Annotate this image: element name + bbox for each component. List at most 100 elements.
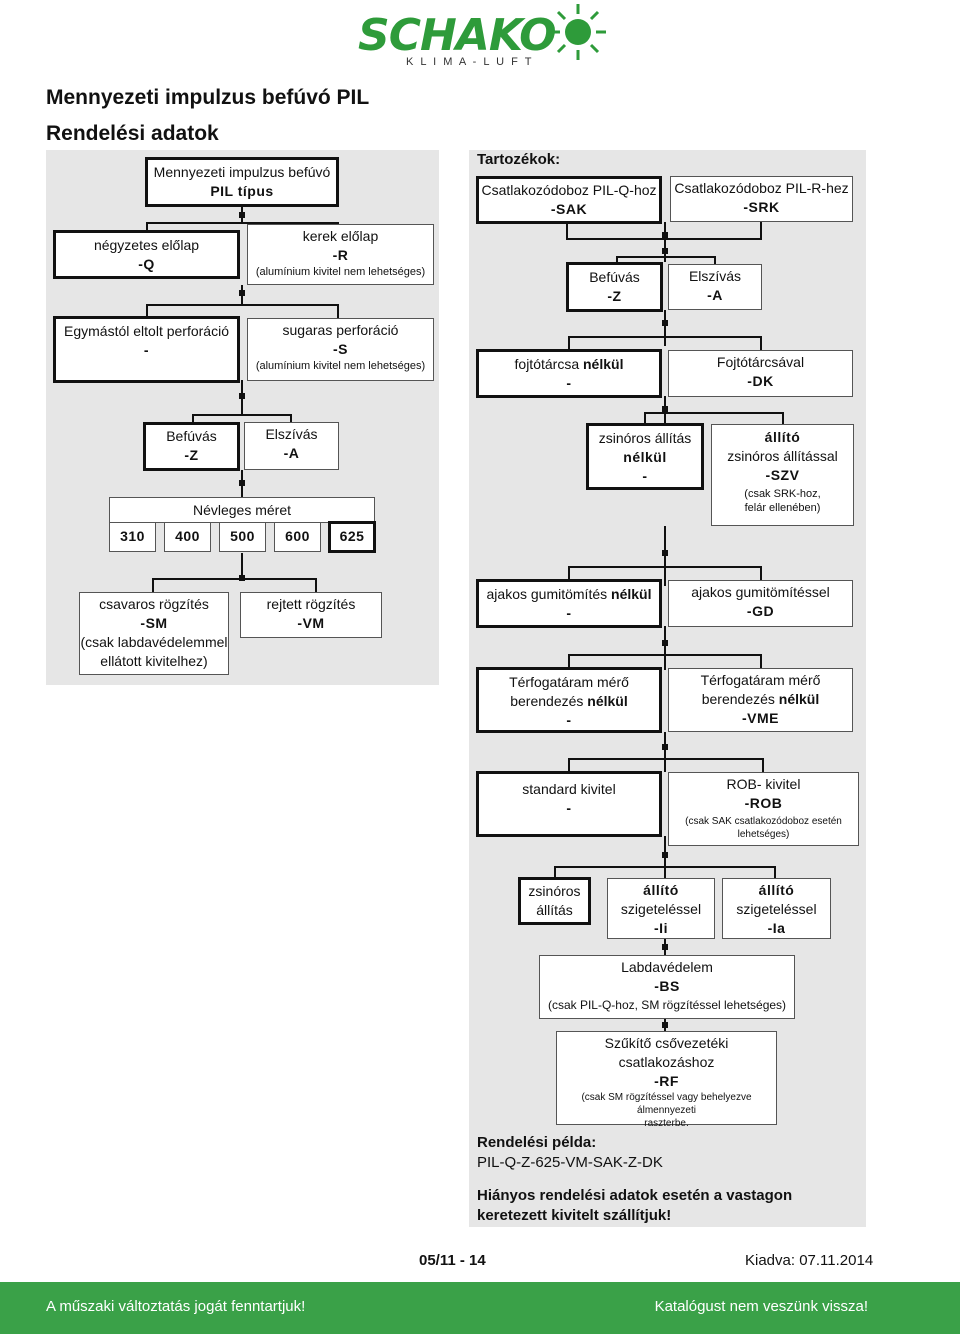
rob-label: ROB- kivitel	[726, 776, 801, 792]
gasket-label: ajakos gumitömítéssel	[691, 584, 830, 600]
option-left-exhaust[interactable]: Elszívás -A	[244, 422, 339, 470]
no-gasket-label: ajakos gumitömítés	[486, 586, 608, 602]
meter-line2: berendezés	[701, 691, 775, 707]
option-round-face[interactable]: kerek előlap -R (alumínium kivitel nem l…	[247, 224, 434, 285]
option-insulation-outer[interactable]: állító szigeteléssel -Ia	[722, 878, 831, 939]
option-offset-perforation[interactable]: Egymástól eltolt perforáció -	[53, 316, 240, 383]
hidden-label: rejtett rögzítés	[266, 596, 356, 612]
reducer-note2: raszterbe.	[644, 1118, 689, 1129]
nominal-size-header: Névleges méret	[109, 497, 375, 523]
gasket-code: -GD	[746, 603, 775, 619]
option-right-supply[interactable]: Befúvás -Z	[566, 262, 663, 312]
option-ball-protection[interactable]: Labdavédelem -BS (csak PIL-Q-hoz, SM rög…	[539, 955, 795, 1019]
round-face-code: -R	[332, 247, 349, 263]
damper-label: Fojtótárcsával	[716, 354, 805, 370]
option-no-meter[interactable]: Térfogatáram mérő berendezés nélkül -	[476, 667, 662, 733]
option-standard[interactable]: standard kivitel -	[476, 771, 662, 837]
page-subtitle: Rendelési adatok	[46, 122, 219, 145]
ins-a-code: -Ia	[767, 920, 786, 936]
ball-code: -BS	[654, 978, 680, 994]
page-number: 05/11 - 14	[419, 1252, 486, 1269]
square-face-code: -Q	[138, 256, 155, 272]
size-600-label: 600	[285, 528, 310, 544]
left-supply-code: -Z	[184, 447, 199, 463]
pil-type-box[interactable]: Mennyezeti impulzus befúvó PIL típus	[145, 157, 339, 207]
screw-note1: (csak labdavédelemmel	[80, 634, 228, 650]
left-exhaust-label: Elszívás	[265, 426, 318, 442]
size-500[interactable]: 500	[219, 522, 266, 552]
nominal-size-label: Névleges méret	[192, 502, 292, 518]
option-hidden-fixing[interactable]: rejtett rögzítés -VM	[240, 592, 382, 638]
option-radial-perforation[interactable]: sugaras perforáció -S (alumínium kivitel…	[247, 318, 434, 381]
option-cord-adjust[interactable]: zsinóros állítás	[518, 877, 591, 925]
size-600[interactable]: 600	[274, 522, 321, 552]
left-supply-label: Befúvás	[166, 428, 217, 444]
no-meter-code: -	[566, 712, 572, 728]
right-supply-label: Befúvás	[589, 269, 640, 285]
option-screw-fixing[interactable]: csavaros rögzítés -SM (csak labdavédelem…	[79, 592, 229, 675]
option-insulation-inner[interactable]: állító szigeteléssel -Ii	[607, 878, 715, 939]
footer-left-text: A műszaki változtatás jogát fenntartjuk!	[46, 1298, 306, 1315]
option-no-damper[interactable]: fojtótárcsa nélkül -	[476, 349, 662, 398]
option-gasket[interactable]: ajakos gumitömítéssel -GD	[668, 580, 853, 627]
option-no-gasket[interactable]: ajakos gumitömítés nélkül -	[476, 579, 662, 628]
no-meter-bold: nélkül	[587, 693, 628, 709]
standard-label: standard kivitel	[522, 781, 616, 797]
page-title: Mennyezeti impulzus befúvó PIL	[46, 86, 370, 109]
right-exhaust-label: Elszívás	[688, 268, 742, 284]
ins-a-bold: állító	[758, 882, 795, 898]
ball-note: (csak PIL-Q-hoz, SM rögzítéssel lehetség…	[547, 998, 787, 1012]
ball-label: Labdavédelem	[621, 959, 713, 975]
no-meter-line1: Térfogatáram mérő	[509, 674, 629, 690]
option-rob[interactable]: ROB- kivitel -ROB (csak SAK csatlakozódo…	[668, 772, 859, 846]
size-625[interactable]: 625	[328, 521, 376, 553]
option-no-cord[interactable]: zsinóros állítás nélkül -	[586, 423, 704, 490]
round-face-note: (alumínium kivitel nem lehetséges)	[255, 266, 426, 278]
no-cord-bold: nélkül	[623, 449, 667, 465]
offset-perf-code: -	[143, 342, 150, 358]
right-exhaust-code: -A	[707, 287, 723, 303]
sak-label: Csatlakozódoboz PIL-Q-hoz	[481, 182, 657, 198]
rob-note1: (csak SAK csatlakozódoboz esetén	[685, 816, 842, 827]
option-srk[interactable]: Csatlakozódoboz PIL-R-hez -SRK	[670, 176, 853, 222]
srk-code: -SRK	[743, 199, 780, 215]
meter-code: -VME	[742, 710, 779, 726]
cord-note1: (csak SRK-hoz,	[744, 488, 821, 500]
screw-note2: ellátott kivitelhez)	[100, 653, 208, 669]
reducer-code: -RF	[654, 1073, 679, 1089]
pil-type-line2: PIL típus	[210, 183, 274, 199]
srk-label: Csatlakozódoboz PIL-R-hez	[674, 180, 849, 196]
option-cord[interactable]: állító zsinóros állítással -SZV (csak SR…	[711, 424, 854, 526]
left-exhaust-code: -A	[283, 445, 300, 461]
option-square-face[interactable]: négyzetes előlap -Q	[53, 230, 240, 279]
logo-brand: SCHAKO	[358, 10, 557, 61]
no-cord-code: -	[642, 468, 648, 484]
option-reducer[interactable]: Szűkítő csővezetéki csatlakozáshoz -RF (…	[556, 1031, 777, 1129]
logo-tagline: K L I M A - L U F T	[406, 56, 534, 68]
no-damper-bold: nélkül	[583, 356, 624, 372]
option-meter[interactable]: Térfogatáram mérő berendezés nélkül -VME	[668, 668, 853, 732]
cord-label: zsinóros állítással	[727, 448, 838, 464]
meter-bold: nélkül	[778, 691, 820, 707]
option-sak[interactable]: Csatlakozódoboz PIL-Q-hoz -SAK	[476, 176, 662, 224]
ins-i-bold: állító	[643, 882, 679, 898]
radial-perf-note: (alumínium kivitel nem lehetséges)	[255, 360, 426, 372]
screw-label: csavaros rögzítés	[99, 596, 209, 612]
option-damper[interactable]: Fojtótárcsával -DK	[668, 350, 853, 397]
missing-data-note-2: keretezett kivitelt szállítjuk!	[477, 1207, 672, 1224]
footer-bar: A műszaki változtatás jogát fenntartjuk!…	[0, 1282, 960, 1334]
size-400[interactable]: 400	[164, 522, 211, 552]
radial-perf-label: sugaras perforáció	[282, 322, 399, 338]
no-cord-label: zsinóros állítás	[598, 430, 692, 446]
size-500-label: 500	[230, 528, 255, 544]
option-right-exhaust[interactable]: Elszívás -A	[668, 264, 762, 310]
no-damper-label: fojtótárcsa	[514, 356, 580, 372]
ins-i-label: szigeteléssel	[620, 901, 702, 917]
square-face-label: négyzetes előlap	[93, 237, 200, 253]
size-310[interactable]: 310	[109, 522, 156, 552]
ins-a-label: szigeteléssel	[736, 901, 817, 917]
size-625-label: 625	[339, 528, 365, 544]
offset-perf-label: Egymástól eltolt perforáció	[64, 323, 229, 339]
option-left-supply[interactable]: Befúvás -Z	[143, 422, 240, 471]
cord-adjust-line1: zsinóros	[528, 883, 581, 899]
